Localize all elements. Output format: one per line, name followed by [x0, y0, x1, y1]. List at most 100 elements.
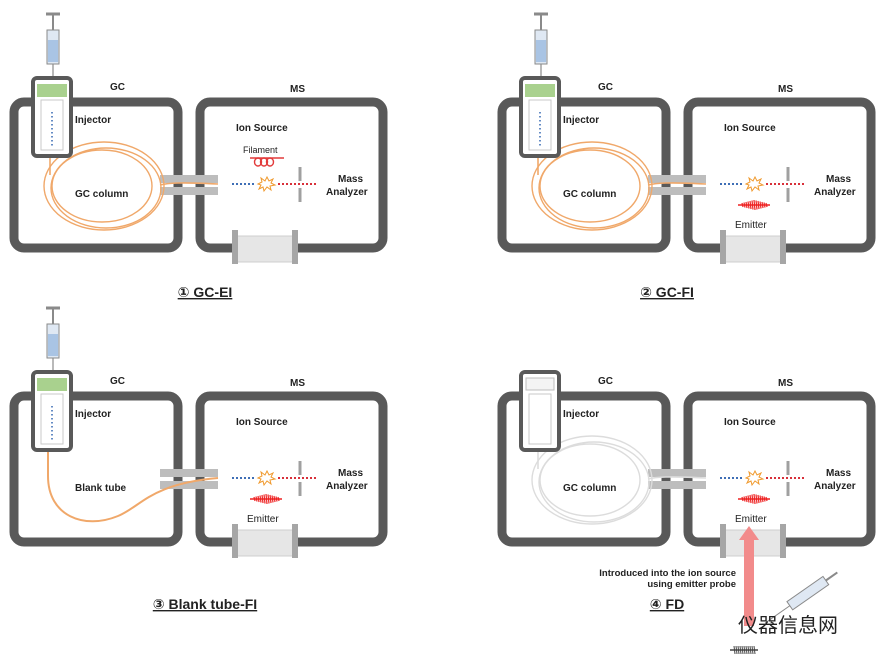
- spark-shape: [256, 175, 277, 193]
- emitter-whisker: [763, 202, 766, 208]
- panel-caption: ③ Blank tube-FI: [153, 596, 257, 612]
- ms-label: MS: [290, 84, 305, 95]
- gc-column-loop-1: [531, 141, 653, 231]
- column-label: GC column: [75, 189, 128, 200]
- filament-icon: [250, 157, 284, 167]
- gc-column-loop-1: [43, 141, 165, 231]
- emitter-whisker: [747, 201, 750, 209]
- gc-label: GC: [110, 376, 125, 387]
- mass-analyzer-label-1: Mass: [338, 174, 363, 185]
- injector-label: Injector: [75, 115, 111, 126]
- syringe-icon: [46, 306, 60, 374]
- emitter-whisker: [259, 495, 262, 503]
- injector-cap: [525, 84, 555, 97]
- panel-caption: ④ FD: [650, 596, 684, 612]
- gc-column-loop-2: [538, 441, 650, 523]
- probe-emitter-whisker: [733, 645, 736, 655]
- emitter-whisker: [255, 496, 258, 502]
- gc-column-loop-3: [539, 149, 641, 223]
- gc-column-outlet: [647, 182, 707, 186]
- emitter-whisker: [271, 495, 274, 503]
- vacuum-port-flange-right: [780, 524, 786, 558]
- emitter-whisker: [741, 202, 744, 208]
- syringe-liquid: [48, 40, 58, 62]
- filament-coil-3: [265, 157, 275, 167]
- emitter-label: Emitter: [735, 514, 767, 525]
- probe-syringe-needle: [764, 605, 791, 624]
- emitter-whisker: [263, 494, 266, 504]
- probe-arrow-head: [739, 526, 759, 540]
- emitter-whisker: [743, 496, 746, 502]
- ionization-spark-icon: [744, 469, 765, 487]
- syringe-liquid: [536, 40, 546, 62]
- ion-source-label: Ion Source: [236, 417, 288, 428]
- probe-arrow-shaft: [744, 538, 754, 626]
- probe-emitter-icon: [730, 645, 758, 655]
- probe-note-line-1: Introduced into the ion source: [599, 568, 736, 579]
- probe-emitter-whisker: [737, 645, 740, 655]
- filament-coil-2: [259, 157, 269, 167]
- ionization-spark-icon: [256, 469, 277, 487]
- injector-cap: [37, 378, 67, 391]
- probe-emitter-whisker: [753, 645, 756, 655]
- ms-label: MS: [778, 84, 793, 95]
- watermark: 仪器信息网: [738, 614, 838, 637]
- vacuum-port-flange-right: [292, 524, 298, 558]
- gc-column-coil: [531, 435, 707, 525]
- mass-analyzer-label-1: Mass: [338, 468, 363, 479]
- probe-emitter-whisker: [749, 645, 752, 655]
- gc-column-loop-1: [531, 435, 653, 525]
- transfer-line-lower: [160, 481, 218, 489]
- gc-label: GC: [598, 376, 613, 387]
- emitter-whisker: [761, 495, 764, 503]
- injector-label: Injector: [563, 115, 599, 126]
- emitter-whisker: [741, 496, 744, 502]
- spark-shape: [744, 175, 765, 193]
- injector-label: Injector: [75, 409, 111, 420]
- panel-caption: ② GC-FI: [640, 284, 694, 300]
- emitter-whisker: [267, 494, 270, 504]
- probe-emitter-whisker: [741, 645, 744, 655]
- emitter-whisker: [261, 494, 264, 504]
- emitter-whisker: [753, 493, 756, 505]
- emitter-whisker: [755, 494, 758, 504]
- mass-analyzer-label-2: Analyzer: [326, 187, 368, 198]
- injector-cap: [37, 84, 67, 97]
- transfer-line-upper: [160, 469, 218, 477]
- emitter-whisker: [743, 202, 746, 208]
- vacuum-port: [235, 235, 295, 263]
- mass-analyzer-label-1: Mass: [826, 174, 851, 185]
- ionization-spark-icon: [256, 175, 277, 193]
- probe-emitter-whisker: [739, 645, 742, 655]
- probe-emitter-whisker: [735, 645, 738, 655]
- emitter-whisker: [757, 200, 760, 210]
- syringe-liquid: [48, 334, 58, 356]
- mass-analyzer-label-2: Analyzer: [326, 481, 368, 492]
- ion-source-label: Ion Source: [724, 123, 776, 134]
- probe-emitter-whisker: [743, 645, 746, 655]
- gc-label: GC: [598, 82, 613, 93]
- vacuum-port: [235, 529, 295, 557]
- emitter-whisker: [765, 202, 768, 208]
- vacuum-port-flange-left: [720, 524, 726, 558]
- emitter-whisker: [757, 494, 760, 504]
- transfer-line-upper: [648, 469, 706, 477]
- transfer-line-lower: [648, 187, 706, 195]
- mass-analyzer-label-1: Mass: [826, 468, 851, 479]
- vacuum-port-flange-right: [780, 230, 786, 264]
- emitter-whisker: [257, 495, 260, 503]
- emitter-icon: [738, 493, 770, 505]
- ms-label: MS: [290, 378, 305, 389]
- emitter-whisker: [265, 493, 268, 505]
- gc-column-loop-2: [538, 147, 650, 229]
- panel-caption: ① GC-EI: [178, 284, 233, 300]
- vacuum-port-flange-left: [232, 230, 238, 264]
- spark-shape: [744, 469, 765, 487]
- ion-source-label: Ion Source: [724, 417, 776, 428]
- gc-column-coil: [43, 141, 219, 231]
- filament-label: Filament: [243, 145, 278, 155]
